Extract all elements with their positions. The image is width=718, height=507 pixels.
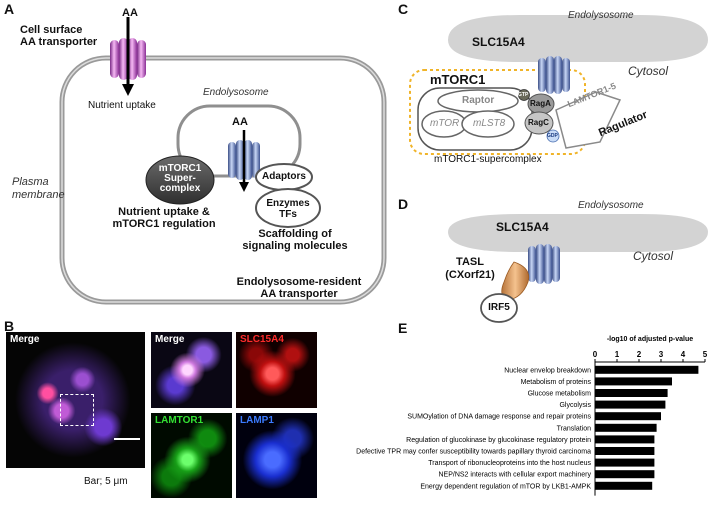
aa-inner-label: AA xyxy=(232,116,248,128)
panel-label-b: B xyxy=(4,318,15,334)
chart-tick-label: 0 xyxy=(593,350,598,359)
c-slc15a4-label: SLC15A4 xyxy=(472,35,525,49)
resident-transporter-label: Endolysosome-resident AA transporter xyxy=(236,276,362,300)
c-ragc-shape xyxy=(524,111,554,135)
d-cytosol-label: Cytosol xyxy=(633,249,674,263)
d-slc15a4-label: SLC15A4 xyxy=(496,220,549,234)
lamp1-label: LAMP1 xyxy=(240,415,274,426)
chart-category-label: Glucose metabolism xyxy=(528,391,592,398)
chart-category-label: Energy dependent regulation of mTOR by L… xyxy=(420,483,591,490)
c-ragulator-shape xyxy=(555,91,622,149)
merge-overview-image: Merge xyxy=(6,332,145,468)
scaffolding-label: Scaffolding of signaling molecules xyxy=(242,228,348,252)
c-endolysosome-label: Endolysosome xyxy=(568,10,634,21)
chart-bar xyxy=(595,435,655,444)
d-slc15a4-transporter xyxy=(528,244,560,284)
c-mtor-label: mTOR xyxy=(430,118,460,129)
adaptors-label: Adaptors xyxy=(262,171,306,182)
mtorc1-supercomplex-label: mTORC1 Super- complex xyxy=(158,163,202,194)
chart-bars xyxy=(595,365,699,490)
chart-tick-label: 1 xyxy=(615,350,620,359)
c-supercomplex-box xyxy=(409,69,586,155)
d-irf5-label: IRF5 xyxy=(488,302,510,313)
nutrient-regulation-label: Nutrient uptake & mTORC1 regulation xyxy=(112,206,216,230)
chart-bar xyxy=(595,377,672,386)
c-mlst8-label: mLST8 xyxy=(473,118,506,129)
c-gdp-label: GDP xyxy=(547,133,558,139)
chart-bar xyxy=(595,400,666,409)
chart-bar xyxy=(595,389,668,397)
d-endolysosome-label: Endolysosome xyxy=(578,200,644,211)
chart-category-label: NEP/NS2 interacts with cellular export m… xyxy=(438,472,591,479)
cell-surface-transporter-label: Cell surface AA transporter xyxy=(20,24,98,48)
panel-label-a: A xyxy=(4,1,15,17)
lamtor1-label: LAMTOR1 xyxy=(155,415,204,426)
chart-category-label: Transport of ribonucleoproteins into the… xyxy=(428,460,591,467)
c-gtp-dot xyxy=(518,89,530,101)
chart-category-label: Defective TPR may confer susceptibility … xyxy=(356,449,591,456)
c-supercomplex-label: mTORC1-supercomplex xyxy=(434,154,542,165)
chart-category-label: Glycolysis xyxy=(559,402,591,409)
chart-tick-label: 4 xyxy=(681,350,686,359)
panel-label-d: D xyxy=(398,196,409,212)
slc15a4-image: SLC15A4 xyxy=(236,332,317,408)
c-mtorc1-label: mTORC1 xyxy=(430,72,486,87)
chart-tick-label: 3 xyxy=(659,350,664,359)
chart-tick-label: 2 xyxy=(637,350,642,359)
endolysosome-transporter xyxy=(228,140,260,180)
c-cytosol-label: Cytosol xyxy=(628,64,669,78)
c-raptor-label: Raptor xyxy=(462,95,495,106)
slc15a4-label: SLC15A4 xyxy=(240,334,284,345)
c-gdp-dot xyxy=(546,129,560,143)
scale-bar-label: Bar; 5 μm xyxy=(84,476,128,487)
d-irf5-shape xyxy=(480,293,518,323)
chart-bar xyxy=(595,481,653,490)
chart-ticks: 0 1 2 3 4 5 xyxy=(593,350,708,362)
chart-bar xyxy=(595,458,655,467)
endolysosome-label-a: Endolysosome xyxy=(203,87,269,98)
enzymes-shape xyxy=(255,188,321,228)
enzymes-label: Enzymes TFs xyxy=(266,198,310,220)
lamp1-image: LAMP1 xyxy=(236,413,317,498)
chart-xlabel: -log10 of adjusted p-value xyxy=(607,336,693,343)
chart-category-label: Metabolism of proteins xyxy=(521,379,592,386)
chart-bar xyxy=(595,412,661,421)
d-tasl-label: TASL (CXorf21) xyxy=(445,256,495,281)
mtorc1-supercomplex-shape xyxy=(145,155,215,205)
chart-bar xyxy=(595,447,655,455)
chart-bar xyxy=(595,470,655,479)
c-endolysosome-membrane xyxy=(448,15,708,62)
merge-zoom-image: Merge xyxy=(151,332,232,408)
c-mlst8-shape xyxy=(461,110,515,138)
chart-category-label: SUMOylation of DNA damage response and r… xyxy=(407,414,591,421)
scale-bar xyxy=(114,438,140,440)
merge-overview-label: Merge xyxy=(10,334,40,345)
c-slc15a4-transporter xyxy=(538,56,570,94)
chart-category-label: Nuclear envelop breakdown xyxy=(504,367,591,374)
c-ragc-label: RagC xyxy=(528,118,549,127)
panel-label-e: E xyxy=(398,320,408,336)
merge-zoom-label: Merge xyxy=(155,334,185,345)
d-endolysosome-membrane xyxy=(448,214,708,252)
chart-bar xyxy=(595,423,657,432)
surface-transporter xyxy=(110,38,146,80)
c-gtp-label: GTP xyxy=(518,92,529,98)
chart-tick-label: 5 xyxy=(703,350,708,359)
c-raga-label: RagA xyxy=(530,99,551,108)
chart-category-label: Regulation of glucokinase by glucokinase… xyxy=(406,437,591,444)
lamtor1-image: LAMTOR1 xyxy=(151,413,232,498)
nutrient-uptake-label: Nutrient uptake xyxy=(88,100,156,111)
chart-category-label: Translation xyxy=(557,425,591,432)
zoom-region-box xyxy=(60,394,94,426)
aa-top-label: AA xyxy=(122,7,138,19)
panel-label-c: C xyxy=(398,1,409,17)
chart-bar xyxy=(595,365,699,374)
plasma-membrane-label: Plasma membrane xyxy=(12,176,65,201)
